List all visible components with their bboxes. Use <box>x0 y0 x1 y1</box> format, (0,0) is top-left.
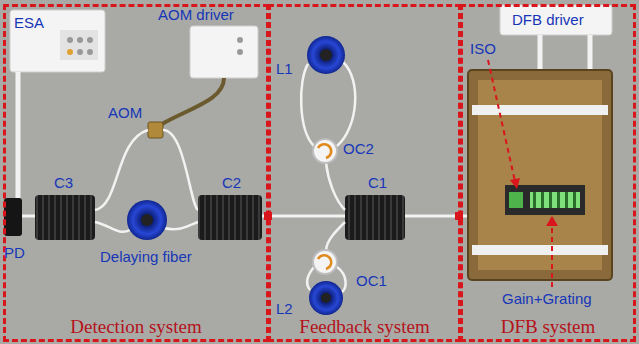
component-label: ESA <box>14 14 44 31</box>
component-label: AOM <box>108 104 142 121</box>
component-label: L1 <box>276 60 293 77</box>
component-label: OC1 <box>356 272 387 289</box>
component-label: Delaying fiber <box>100 248 192 265</box>
component-label: Gain+Grating <box>502 290 592 307</box>
region-title: Detection system <box>6 316 266 338</box>
component-label: C1 <box>368 174 387 191</box>
region-title: DFB system <box>463 316 633 338</box>
component-label: DFB driver <box>512 11 584 28</box>
system-region: Feedback system <box>268 4 461 342</box>
component-label: OC2 <box>343 140 374 157</box>
system-region: Detection system <box>3 4 269 342</box>
component-label: PD <box>4 244 25 261</box>
component-label: L2 <box>276 300 293 317</box>
component-label: ISO <box>470 40 496 57</box>
component-label: AOM driver <box>158 6 234 23</box>
component-label: C2 <box>222 174 241 191</box>
component-label: C3 <box>54 174 73 191</box>
region-title: Feedback system <box>271 316 458 338</box>
